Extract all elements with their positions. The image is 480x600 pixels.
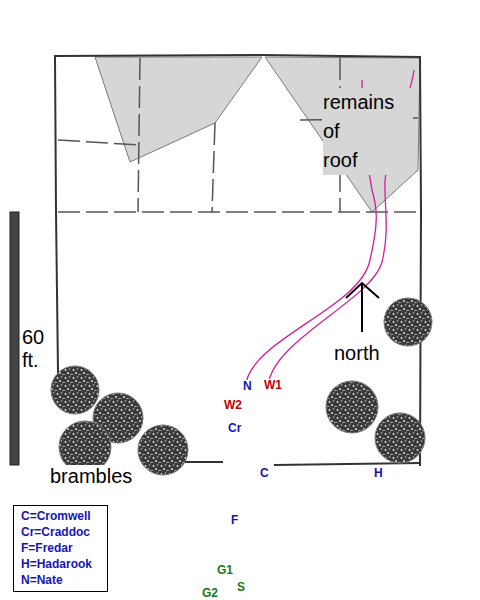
unit-marker: N xyxy=(242,380,253,394)
terrain-label: brambles xyxy=(50,465,132,488)
unit-marker: H xyxy=(373,467,384,481)
unit-marker: F xyxy=(230,514,239,528)
legend-entry: Cr=Craddoc xyxy=(21,524,90,540)
unit-marker: G2 xyxy=(201,587,219,600)
movement-track xyxy=(245,70,414,390)
north-arrow xyxy=(346,283,379,332)
unit-marker: C xyxy=(259,467,270,481)
unit-marker: W2 xyxy=(223,399,243,413)
unit-marker: W1 xyxy=(263,379,283,393)
scale-bar xyxy=(10,212,19,465)
legend-box xyxy=(14,506,108,592)
bramble-bush xyxy=(51,298,432,475)
unit-marker: S xyxy=(236,581,246,595)
legend-entry: C=Cromwell xyxy=(21,508,91,524)
unit-marker: Cr xyxy=(227,422,242,436)
legend-entry: N=Nate xyxy=(21,572,63,588)
roof-remains xyxy=(265,57,420,212)
scale-label: 60 ft. xyxy=(22,326,56,372)
unit-marker: G1 xyxy=(216,564,234,578)
roof-remains xyxy=(95,57,262,162)
building-walls xyxy=(55,55,421,465)
legend-entry: F=Fredar xyxy=(21,540,73,556)
legend-entry: H=Hadarook xyxy=(21,556,92,572)
area-label: remains of roof xyxy=(323,88,413,175)
direction-label: north xyxy=(334,342,380,365)
interior-walls xyxy=(58,58,420,212)
